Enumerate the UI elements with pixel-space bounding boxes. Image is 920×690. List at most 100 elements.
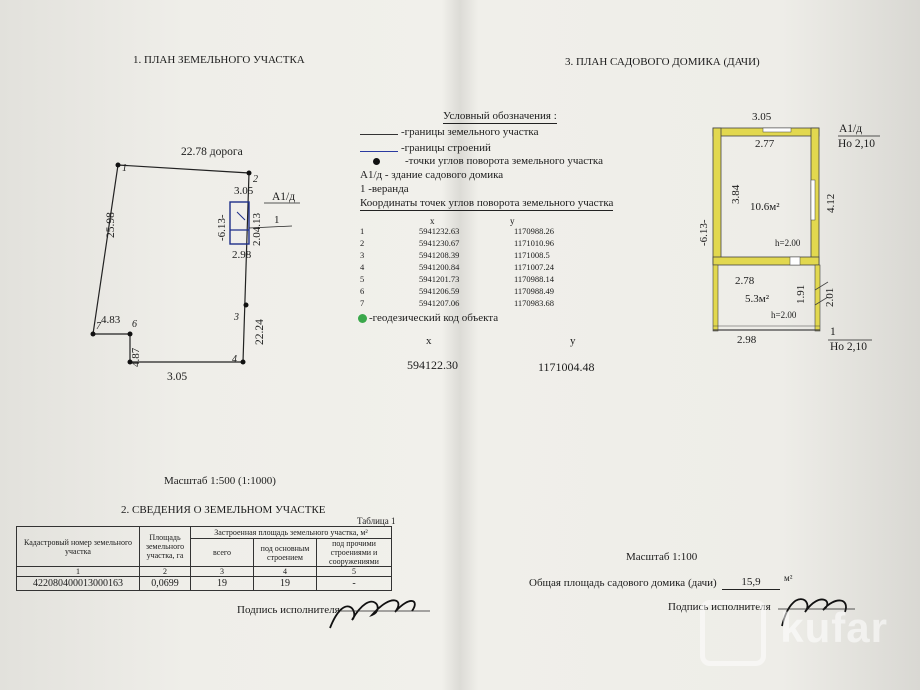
- house-tag-height: Но 2,10: [838, 138, 876, 150]
- geo-code-label: -геодезический код объекта: [369, 312, 499, 324]
- coord-x: 5941200.84: [419, 261, 460, 272]
- plot-house-left: -6.13-: [216, 214, 228, 241]
- coords-col-y: y: [510, 216, 515, 226]
- legend-item-buildings: -границы строений: [401, 142, 491, 154]
- corner-label-2: 2: [253, 174, 258, 185]
- section2-signature-label: Подпись исполнителя: [237, 604, 340, 616]
- built-other: -: [316, 576, 392, 591]
- room1-area: 10.6м²: [750, 201, 780, 213]
- kufar-logo-icon: [700, 600, 766, 666]
- corner-label-4: 4: [232, 354, 237, 365]
- room1-ceiling-height: h=2.00: [775, 238, 801, 248]
- plot-right-label: 22.24: [254, 319, 266, 345]
- plot-house-right: 2.04.13: [251, 213, 263, 246]
- room1-height-dim: 3.84: [730, 184, 742, 204]
- coord-x: 5941230.67: [419, 238, 460, 249]
- plot-house-tag: А1/д: [272, 191, 296, 203]
- house-top-dim: 3.05: [752, 111, 772, 123]
- header-area: Площадь земельного участка, га: [139, 526, 191, 567]
- coord-row: 7 5941207.06 1170983.68: [360, 297, 554, 309]
- coord-row: 2 5941230.67 1171010.96: [360, 238, 554, 250]
- geo-x-value: 594122.30: [407, 358, 458, 372]
- cadastral-number: 422080400013000163: [16, 576, 140, 591]
- coord-num: 3: [360, 250, 365, 261]
- corner-label-6: 6: [132, 319, 137, 330]
- watermark: kufar: [780, 604, 888, 651]
- house-tag: А1/д: [839, 123, 863, 135]
- coord-row: 1 5941232.63 1170988.26: [360, 226, 554, 238]
- veranda-tag: 1: [830, 326, 836, 338]
- coord-x: 5941206.59: [419, 285, 460, 296]
- section2-title: 2. СВЕДЕНИЯ О ЗЕМЕЛЬНОМ УЧАСТКЕ: [121, 504, 326, 516]
- header-main: под основным строением: [253, 538, 317, 567]
- coord-y: 1170988.49: [514, 285, 555, 296]
- section3-title: 3. ПЛАН САДОВОГО ДОМИКА (ДАЧИ): [565, 56, 760, 68]
- coordinates-table: 1 5941232.63 1170988.26 2 5941230.67 1171010.…: [360, 226, 554, 309]
- veranda-width-dim: 2.78: [735, 275, 755, 287]
- col-num-4: 4: [253, 566, 317, 577]
- built-main: 19: [253, 576, 317, 591]
- plot-info-table: Кадастровый номер земельного участка Пло…: [16, 526, 392, 591]
- corner-label-7: 7: [96, 321, 101, 332]
- veranda-right-dim: 2.01: [824, 287, 836, 307]
- section1-scale: Масштаб 1:500 (1:1000): [164, 475, 276, 487]
- coord-num: 6: [360, 285, 365, 296]
- corner-label-1: 1: [122, 163, 127, 174]
- coord-x: 5941232.63: [419, 226, 460, 237]
- total-area-value: 15,9: [722, 577, 780, 590]
- header-total: всего: [190, 538, 254, 567]
- house-inner-top-dim: 2.77: [755, 138, 775, 150]
- geo-y-header: y: [570, 335, 576, 347]
- col-num-3: 3: [190, 566, 254, 577]
- coord-num: 2: [360, 238, 365, 249]
- plot-area: 0,0699: [139, 576, 191, 591]
- coord-row: 4 5941200.84 1171007.24: [360, 262, 554, 274]
- coord-num: 1: [360, 226, 365, 237]
- header-built: Застроенная площадь земельного участка, …: [190, 526, 392, 539]
- geo-code-icon: [358, 314, 367, 323]
- coord-y: 1171010.96: [514, 238, 555, 249]
- coord-num: 4: [360, 261, 365, 272]
- house-right-dim: 4.12: [825, 193, 837, 213]
- legend-item-land: -границы земельного участка: [401, 126, 539, 138]
- room2-ceiling-height: h=2.00: [771, 310, 797, 320]
- header-other: под прочими строениями и сооружениями: [316, 538, 392, 567]
- coord-y: 1170983.68: [514, 297, 555, 308]
- coords-title: Координаты точек углов поворота земельно…: [360, 197, 614, 211]
- plot-left-label: 25.98: [105, 212, 117, 238]
- col-num-2: 2: [139, 566, 191, 577]
- coord-num: 7: [360, 297, 365, 308]
- table-label: Таблица 1: [357, 516, 396, 526]
- legend-item-veranda: 1 -веранда: [360, 183, 409, 195]
- total-area-unit: м²: [784, 573, 793, 583]
- geo-x-header: x: [426, 335, 432, 347]
- coord-y: 1171008.5: [514, 250, 550, 261]
- plot-house-bottom: 2.98: [232, 249, 252, 261]
- house-left-dim: -6.13-: [698, 219, 710, 246]
- legend-item-house: А1/д - здание садового домика: [360, 169, 504, 181]
- plot-step-v: 4.87: [130, 347, 142, 367]
- coord-y: 1171007.24: [514, 261, 555, 272]
- total-area-label: Общая площадь садового домика (дачи): [529, 577, 717, 589]
- section1-title: 1. ПЛАН ЗЕМЕЛЬНОГО УЧАСТКА: [133, 54, 305, 66]
- coord-row: 6 5941206.59 1170988.49: [360, 285, 554, 297]
- coords-col-x: x: [430, 216, 435, 226]
- section3-scale: Масштаб 1:100: [626, 551, 698, 563]
- plot-top-label: 22.78 дорога: [181, 146, 243, 158]
- legend-item-points: -точки углов поворота земельного участка: [405, 155, 603, 167]
- plot-veranda-tag: 1: [274, 214, 280, 226]
- plot-bottom-label: 3.05: [167, 371, 188, 383]
- geo-y-value: 1171004.48: [538, 360, 595, 374]
- veranda-tag-height: Но 2,10: [830, 341, 868, 353]
- coord-x: 5941207.06: [419, 297, 460, 308]
- coord-num: 5: [360, 273, 365, 284]
- coord-y: 1170988.14: [514, 273, 555, 284]
- corner-label-3: 3: [234, 312, 239, 323]
- built-total: 19: [190, 576, 254, 591]
- veranda-door-dim: 1.91: [795, 284, 807, 304]
- header-cadastral: Кадастровый номер земельного участка: [16, 526, 140, 567]
- coord-y: 1170988.26: [514, 226, 555, 237]
